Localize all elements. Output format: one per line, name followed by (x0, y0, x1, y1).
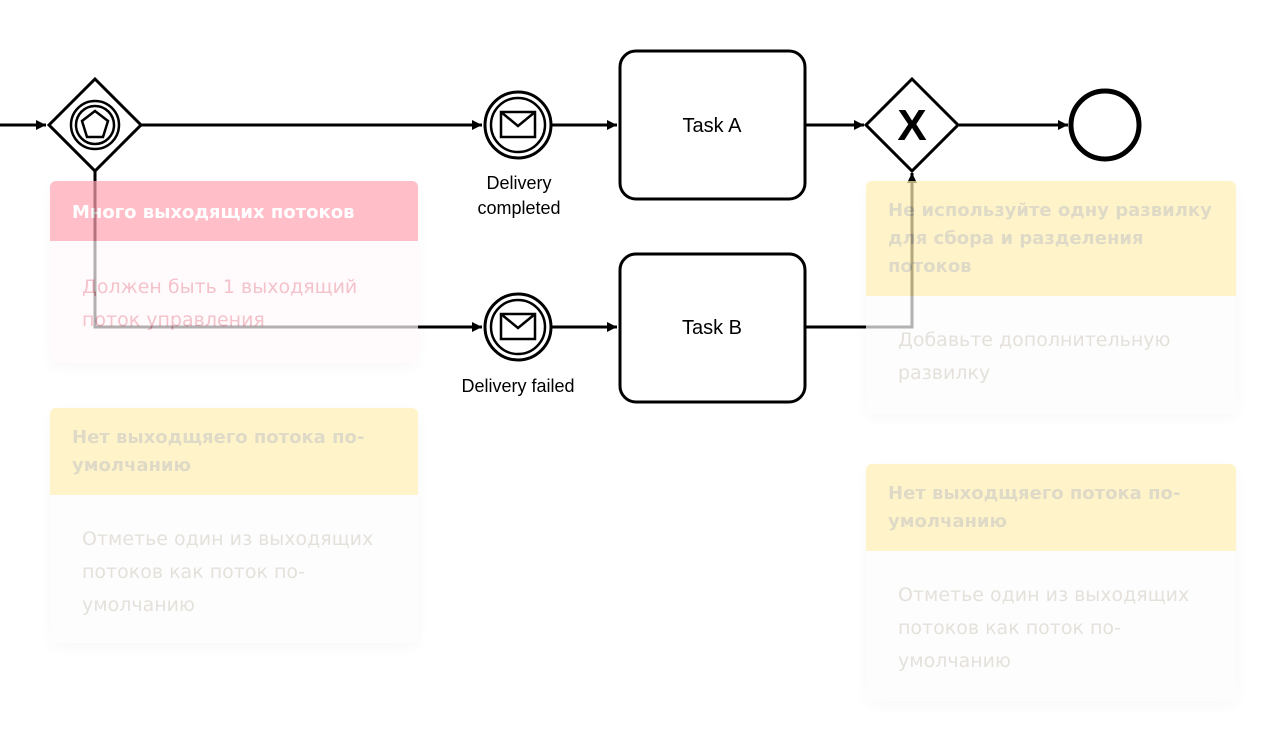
lint-card-title: Нет выходщяего потока по-умолчанию (866, 464, 1236, 551)
event-based-gateway[interactable] (46, 76, 144, 174)
delivery-failed-label: Delivery failed (461, 376, 574, 396)
exclusive-gateway[interactable]: X (863, 76, 961, 174)
lint-card-title: Не используйте одну развилку для сбора и… (866, 181, 1236, 296)
lint-card-body: Добавьте дополнительную развилку (866, 296, 1236, 414)
envelope-icon (499, 312, 537, 341)
pentagon-icon (80, 109, 110, 139)
lint-card-title: Нет выходщяего потока по-умолчанию (50, 408, 418, 495)
lint-card-error[interactable]: Много выходящих потоков Должен быть 1 вы… (50, 181, 418, 363)
lint-card-warning[interactable]: Нет выходщяего потока по-умолчанию Отмет… (50, 408, 418, 643)
task-a[interactable]: Task A (618, 49, 807, 201)
delivery-completed-label-line1: Delivery (486, 173, 551, 193)
task-b[interactable]: Task B (618, 252, 807, 404)
event-delivery-failed[interactable] (483, 292, 553, 362)
end-event[interactable] (1068, 88, 1142, 162)
task-b-label: Task B (682, 317, 742, 339)
envelope-icon (499, 110, 537, 139)
x-icon: X (897, 101, 926, 150)
lint-card-body: Должен быть 1 выходящий поток управления (50, 241, 418, 363)
lint-card-body: Отметье один из выходящих потоков как по… (50, 495, 418, 643)
task-a-label: Task A (683, 115, 743, 137)
event-delivery-completed[interactable] (483, 90, 553, 160)
lint-card-warning[interactable]: Не используйте одну развилку для сбора и… (866, 181, 1236, 414)
lint-card-warning[interactable]: Нет выходщяего потока по-умолчанию Отмет… (866, 464, 1236, 701)
lint-card-body: Отметье один из выходящих потоков как по… (866, 551, 1236, 701)
lint-card-title: Много выходящих потоков (50, 181, 418, 241)
delivery-completed-label-line2: completed (477, 198, 560, 218)
